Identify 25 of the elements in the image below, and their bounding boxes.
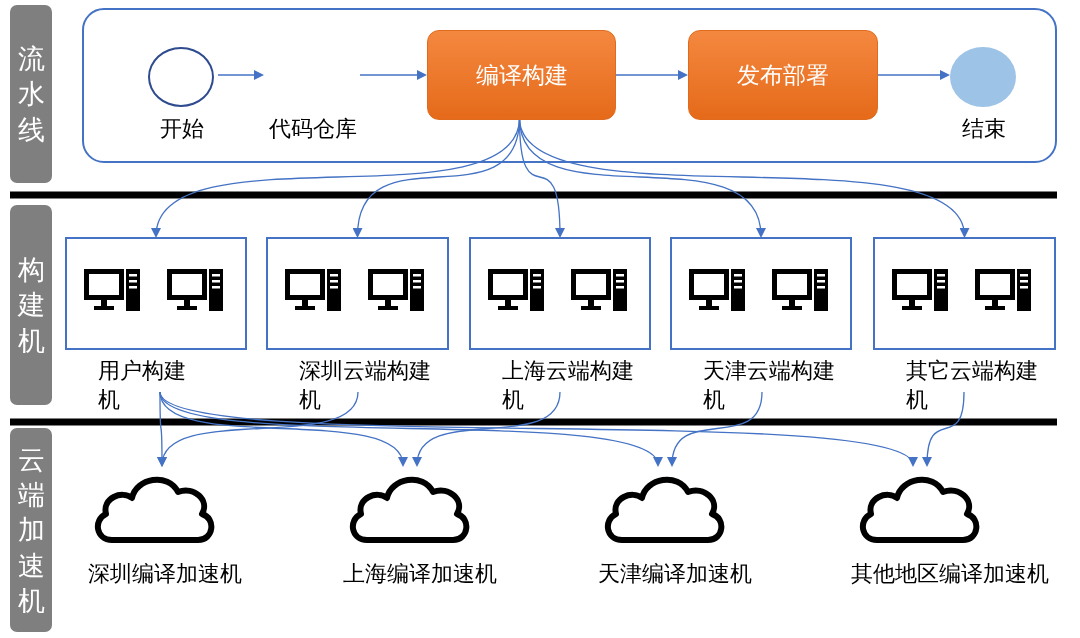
node-label: 用户构建机	[98, 357, 187, 414]
node-label: 天津编译加速机	[597, 560, 753, 588]
node-label: 上海编译加速机	[342, 560, 498, 588]
arrow	[922, 391, 965, 467]
node-label: 其他地区编译加速机	[850, 560, 1050, 588]
pipeline-frame	[82, 8, 1057, 163]
node-label: 上海云端构建机	[502, 357, 635, 414]
node-label: 结束	[961, 115, 1007, 143]
arrow	[217, 70, 264, 80]
node-label: 深圳编译加速机	[87, 560, 243, 588]
arrow	[159, 391, 915, 467]
arrow	[359, 70, 427, 80]
node-label: 天津云端构建机	[703, 357, 836, 414]
section-band: 构建机	[10, 205, 52, 405]
node-label: 深圳云端构建机	[299, 357, 432, 414]
process-box: 编译构建	[427, 30, 616, 120]
node-label: 代码仓库	[268, 115, 358, 144]
node-label: 开始	[159, 115, 205, 143]
node-label: 其它云端构建机	[906, 357, 1039, 414]
arrow	[159, 391, 359, 467]
arrow	[668, 391, 763, 467]
arrow	[413, 391, 561, 467]
section-band: 流水线	[10, 5, 52, 183]
process-box: 发布部署	[688, 30, 878, 120]
section-band: 云端加速机	[10, 428, 52, 632]
